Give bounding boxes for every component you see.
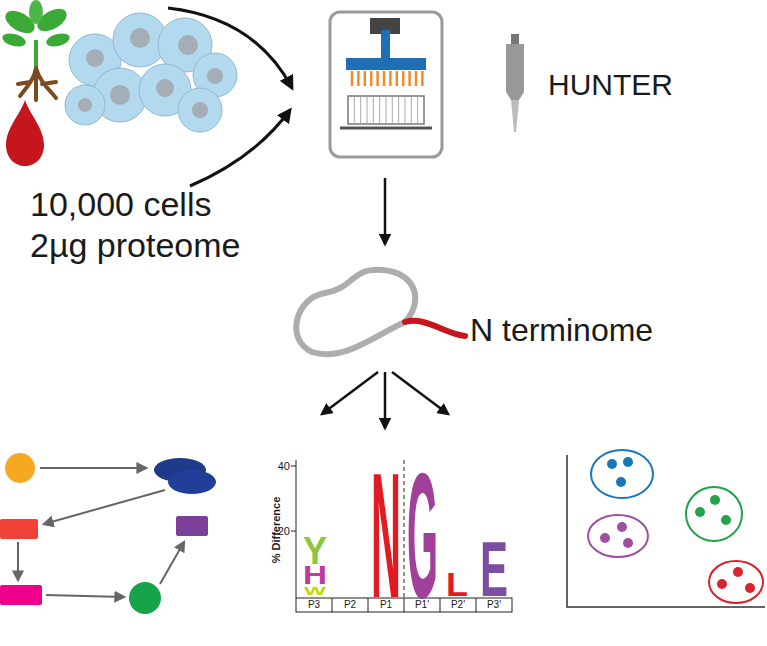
pipette-tip: [364, 71, 367, 86]
input-amount: 2µg proteome: [30, 226, 241, 265]
input-arrows: [168, 8, 292, 186]
input-amount: 10,000 cells: [30, 185, 211, 224]
pipette-tip: [376, 71, 379, 86]
pipette-tip: [408, 71, 411, 86]
logo-letter: G: [407, 445, 438, 624]
pipette-tip: [383, 71, 386, 86]
plate-well: [411, 97, 412, 123]
pipette-icon: [506, 34, 524, 132]
cluster-plot: [567, 450, 765, 607]
pipette-tip: [351, 71, 354, 86]
axis-tick: 40: [278, 460, 290, 473]
plate-well: [373, 97, 374, 123]
pipette-tip: [415, 71, 418, 86]
plate-well: [366, 97, 367, 123]
plate-well: [379, 97, 380, 123]
pipette-tip: [421, 71, 424, 86]
logo-letter: L: [446, 568, 468, 602]
plate-well: [354, 97, 355, 123]
pipette-tip: [370, 71, 373, 86]
method-name: HUNTER: [548, 68, 673, 103]
logo-letter: H: [303, 563, 327, 588]
blood-drop: [6, 100, 44, 166]
pipette-tip: [402, 71, 405, 86]
pathway-network: [0, 453, 216, 614]
logo-letter: E: [480, 530, 508, 608]
position-label: P1: [380, 599, 392, 611]
plate-well: [385, 97, 386, 123]
output-arrows: [322, 372, 448, 428]
sequence-logo-axes: [291, 460, 512, 612]
logo-letter: W: [304, 586, 326, 597]
position-label: P3': [487, 599, 501, 611]
plate-well: [404, 97, 405, 123]
plate-well: [392, 97, 393, 123]
pipette-tip: [357, 71, 360, 86]
product-name: N terminome: [470, 312, 653, 349]
position-label: P2': [451, 599, 465, 611]
protein-chain: [296, 270, 465, 354]
pipetting-robot: [330, 12, 442, 157]
position-label: P3: [308, 599, 320, 611]
position-label: P2: [344, 599, 356, 611]
position-label: P1': [415, 599, 429, 611]
plate-well: [360, 97, 361, 123]
plate-well: [398, 97, 399, 123]
plate-well: [417, 97, 418, 123]
plant-icon: [1, 0, 71, 100]
axis-title: % Difference: [270, 497, 283, 564]
logo-letter: N: [371, 445, 401, 624]
pipette-tip: [396, 71, 399, 86]
pipette-tip: [389, 71, 392, 86]
down-arrow: [384, 178, 387, 244]
cell-cluster: [65, 13, 237, 132]
